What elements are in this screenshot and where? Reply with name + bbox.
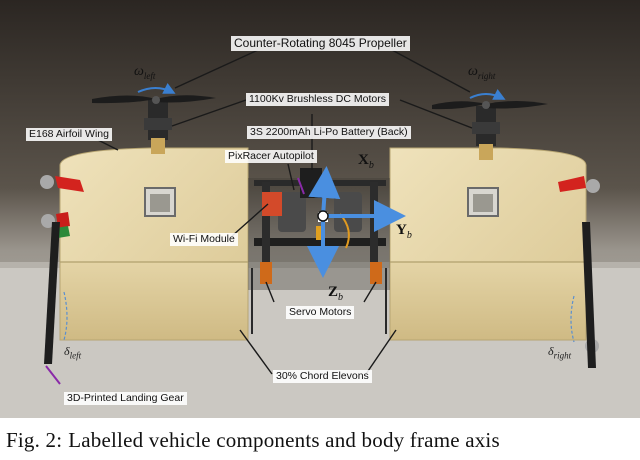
- servos-label: Servo Motors: [286, 306, 355, 319]
- body-frame-axes: [307, 166, 406, 278]
- right-elevon-deflection-arc: [570, 295, 575, 343]
- omega-left-symbol: ωleft: [134, 64, 156, 81]
- motors-label: 1100Kv Brushless DC Motors: [246, 93, 389, 106]
- right-motor-propeller: [432, 89, 548, 160]
- wifi-label: Wi-Fi Module: [170, 233, 238, 246]
- caption-prefix: Fig. 2:: [6, 428, 63, 452]
- elevons-label: 30% Chord Elevons: [273, 370, 372, 383]
- delta-left-symbol: δleft: [64, 344, 82, 361]
- vehicle-photo: [0, 0, 640, 418]
- x-axis-arrow: [308, 166, 341, 217]
- wing-label: E168 Airfoil Wing: [26, 128, 112, 141]
- landing-gear: [44, 222, 596, 368]
- left-wing: [40, 147, 249, 341]
- right-wing: [389, 147, 600, 353]
- caption-text: Labelled vehicle components and body fra…: [68, 428, 500, 452]
- y-axis-label: Yb: [396, 222, 412, 241]
- z-axis-label: Zb: [328, 284, 344, 303]
- pointer-lines: [97, 49, 473, 375]
- figure-caption: Fig. 2:Labelled vehicle components and b…: [0, 428, 640, 460]
- frame-origin: [317, 210, 329, 222]
- left-motor-propeller: [92, 83, 216, 154]
- left-elevon-deflection-arc: [63, 291, 68, 341]
- delta-right-symbol: δright: [548, 344, 572, 361]
- landing-gear-label: 3D-Printed Landing Gear: [64, 392, 187, 405]
- vehicle-figure: Counter-Rotating 8045 Propeller 1100Kv B…: [0, 0, 640, 418]
- autopilot-label: PixRacer Autopilot: [225, 150, 317, 163]
- propeller-label: Counter-Rotating 8045 Propeller: [231, 36, 410, 51]
- landing-gear-pointer: [45, 365, 61, 385]
- x-axis-label: Xb: [358, 152, 374, 171]
- omega-right-symbol: ωright: [468, 64, 496, 81]
- autopilot-pointer: [297, 177, 305, 195]
- battery-label: 3S 2200mAh Li-Po Battery (Back): [247, 126, 411, 139]
